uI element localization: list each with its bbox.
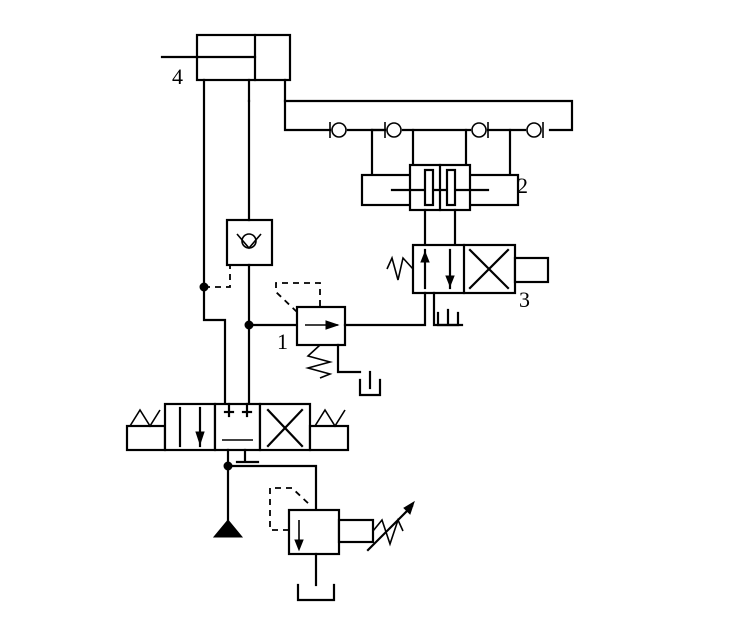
main-directional-valve xyxy=(125,402,350,452)
spring-icon xyxy=(372,517,404,547)
solenoid-coil-icon xyxy=(513,256,550,284)
solenoid-directional-valve xyxy=(386,208,550,327)
spring-icon xyxy=(314,408,346,428)
spring-icon xyxy=(129,408,161,428)
main-lines xyxy=(199,78,231,422)
check-valve-icon xyxy=(329,122,347,138)
check-valve-icon xyxy=(526,122,544,138)
pump-and-relief xyxy=(212,448,415,602)
check-valve-icon xyxy=(384,122,402,138)
pilot-operated-check-block xyxy=(360,163,520,212)
spring-icon xyxy=(304,344,334,379)
label-solenoid-valve: 3 xyxy=(519,287,530,312)
spring-icon xyxy=(386,255,414,281)
label-cylinder: 4 xyxy=(172,64,183,89)
hydraulic-cylinder xyxy=(160,33,292,82)
check-valve-housing xyxy=(225,218,274,267)
check-valve-icon xyxy=(471,122,489,138)
label-relief-valve: 1 xyxy=(277,329,288,354)
relief-valve-assembly xyxy=(225,78,427,422)
label-pilot-block: 2 xyxy=(517,173,528,198)
check-valve-manifold xyxy=(283,78,574,177)
pump-icon xyxy=(212,519,244,538)
